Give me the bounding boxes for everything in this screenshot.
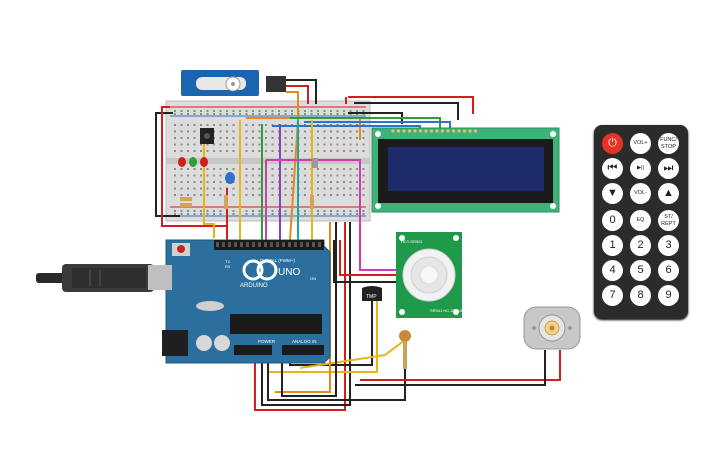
- remote-button-10[interactable]: EQ: [630, 210, 651, 231]
- arduino-power-label: POWER: [258, 339, 276, 344]
- remote-button-6[interactable]: ▼: [602, 183, 623, 204]
- remote-button-19[interactable]: 8: [630, 285, 651, 306]
- temperature-sensor: TMP: [362, 286, 382, 301]
- arduino-uno-logo: UNO: [278, 267, 300, 278]
- arduino-analog-label: ANALOG IN: [292, 339, 317, 344]
- lcd-display: [371, 127, 560, 213]
- arduino-on-label: ON: [310, 276, 316, 281]
- remote-button-1[interactable]: VOL+: [630, 133, 651, 154]
- remote-button-5[interactable]: ⏭: [658, 158, 679, 179]
- remote-button-3[interactable]: ⏮: [602, 158, 623, 179]
- pir-top-label: HCY-SR501: [401, 239, 423, 244]
- dc-motor: [523, 306, 581, 350]
- pir-bottom-label: SR501 HC-SR501: [430, 308, 463, 313]
- remote-button-4[interactable]: ▶||: [630, 158, 651, 179]
- wires: [155, 79, 561, 411]
- remote-button-14[interactable]: 3: [658, 235, 679, 256]
- pir-sensor: HCY-SR501 SR501 HC-SR501: [396, 232, 463, 318]
- photoresistor: [399, 330, 411, 369]
- arduino-uno-board: UNO ARDUINO DIGITAL (PWM~) POWER ANALOG …: [148, 239, 331, 364]
- remote-button-20[interactable]: 9: [658, 285, 679, 306]
- servo-motor: [181, 70, 286, 96]
- remote-button-15[interactable]: 4: [602, 260, 623, 281]
- temp-sensor-label: TMP: [366, 294, 377, 300]
- remote-button-13[interactable]: 2: [630, 235, 651, 256]
- remote-button-16[interactable]: 5: [630, 260, 651, 281]
- arduino-brand-label: ARDUINO: [240, 283, 268, 289]
- arduino-digital-label: DIGITAL (PWM~): [260, 258, 295, 263]
- breadboard-components: [178, 128, 318, 209]
- remote-button-8[interactable]: ▲: [658, 183, 679, 204]
- remote-button-2[interactable]: FUNC/ STOP: [658, 133, 679, 154]
- remote-button-7[interactable]: VOL-: [630, 183, 651, 204]
- remote-button-0[interactable]: ⏻: [602, 133, 623, 154]
- arduino-rx-label: RX: [225, 264, 231, 269]
- remote-button-11[interactable]: ST/ REPT: [658, 210, 679, 231]
- remote-button-17[interactable]: 6: [658, 260, 679, 281]
- remote-button-9[interactable]: 0: [602, 210, 623, 231]
- arduino-tx-label: TX: [225, 259, 230, 264]
- remote-button-12[interactable]: 1: [602, 235, 623, 256]
- remote-button-18[interactable]: 7: [602, 285, 623, 306]
